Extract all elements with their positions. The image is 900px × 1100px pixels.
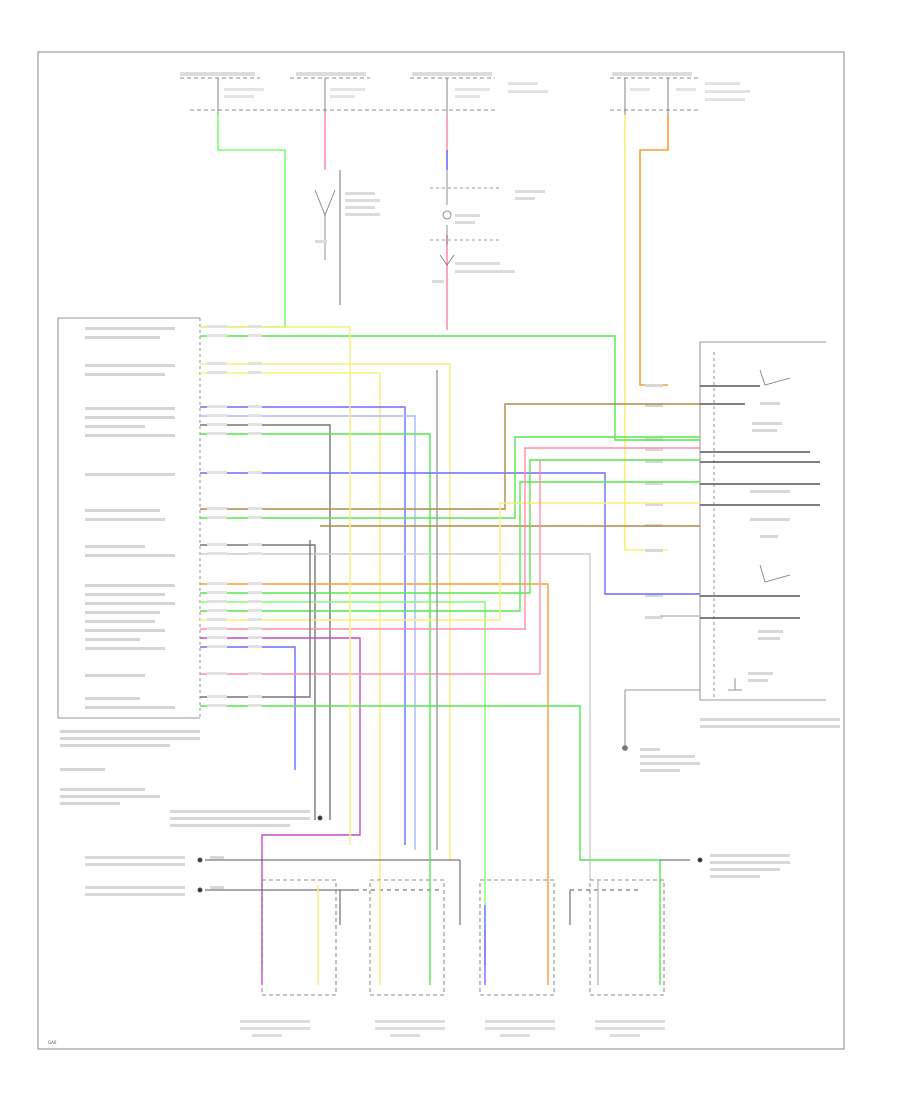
wire-yellow-4 <box>200 326 351 845</box>
sensor-right-rear <box>589 879 665 1037</box>
wire-lt-green-2 <box>200 601 486 930</box>
wire-lt-blue-1 <box>200 415 416 850</box>
wire-yellow-1 <box>200 363 451 860</box>
wire-lt-green-battery <box>200 115 286 328</box>
footer-code: GA0 <box>48 1040 57 1045</box>
wire-green-1 <box>200 335 700 441</box>
wire-blue-1 <box>200 406 406 845</box>
wire-orange-right <box>639 115 669 386</box>
wire-green-5 <box>200 481 700 612</box>
wire-black-1 <box>200 424 331 820</box>
wire-green-2 <box>200 433 431 855</box>
wire-pink-3 <box>200 460 541 675</box>
brake-switch <box>314 170 500 266</box>
wire-brown-1 <box>200 403 700 510</box>
relay-labels <box>640 384 840 772</box>
wire-pink-2 <box>200 447 700 630</box>
wire-violet-1 <box>200 472 700 595</box>
wire-orange-1 <box>200 583 549 960</box>
brake-labels <box>315 190 545 283</box>
sensor-wires <box>261 855 661 985</box>
sensor-right-front <box>479 879 555 1037</box>
sensor-left-front <box>240 879 337 1037</box>
wires-signal <box>200 326 820 970</box>
wire-green-3 <box>200 436 700 519</box>
power-source-hot-at-all-times-1 <box>180 77 700 115</box>
module-pin-labels <box>60 327 200 805</box>
bottom-labels <box>85 810 790 896</box>
sensor-left-rear <box>369 879 445 1037</box>
wire-black-2 <box>200 544 316 820</box>
relay-box <box>622 341 826 751</box>
wire-gray-1 <box>200 553 591 880</box>
wire-color-tags <box>207 325 262 707</box>
bottom-bus <box>197 815 703 925</box>
wires-power <box>200 115 669 551</box>
wire-green-4 <box>200 459 700 594</box>
fuse-labels <box>180 72 750 101</box>
wire-yellow-2 <box>200 372 381 880</box>
wire-black-3 <box>200 540 311 698</box>
diagram-frame <box>37 51 845 1050</box>
wire-green-6 <box>200 705 661 970</box>
wire-blue-2 <box>200 646 296 770</box>
